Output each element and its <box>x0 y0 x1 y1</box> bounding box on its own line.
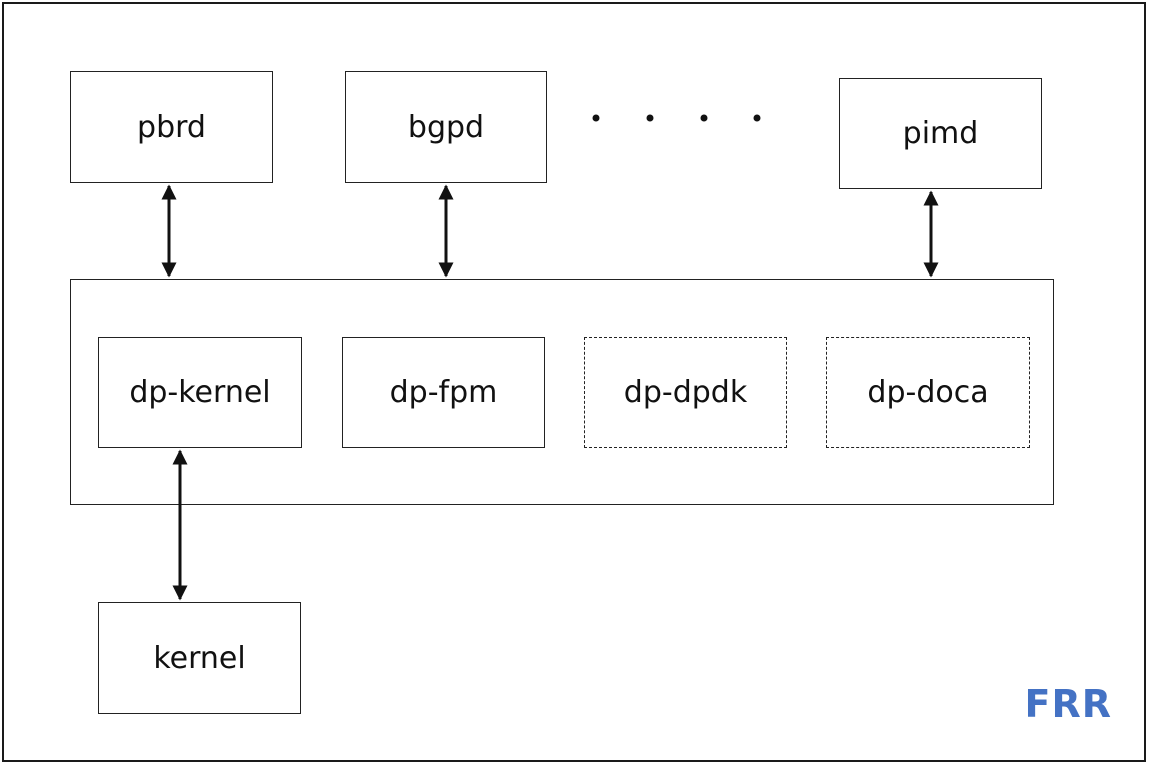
kernel-label: kernel <box>153 640 246 676</box>
dp-doca-box: dp-doca <box>826 337 1030 448</box>
dp-kernel-label: dp-kernel <box>129 375 271 410</box>
pbrd-box: pbrd <box>70 71 273 183</box>
pbrd-label: pbrd <box>137 109 206 145</box>
dp-dpdk-label: dp-dpdk <box>623 375 748 410</box>
kernel-box: kernel <box>98 602 301 714</box>
pimd-label: pimd <box>902 116 979 151</box>
dp-kernel-box: dp-kernel <box>98 337 302 448</box>
dp-fpm-box: dp-fpm <box>342 337 545 448</box>
bgpd-label: bgpd <box>407 109 485 145</box>
dp-doca-label: dp-doca <box>867 375 989 410</box>
bgpd-box: bgpd <box>345 71 547 183</box>
frr-brand-label: FRR <box>1024 682 1112 726</box>
dp-fpm-label: dp-fpm <box>389 375 498 410</box>
dp-dpdk-box: dp-dpdk <box>584 337 787 448</box>
pimd-box: pimd <box>839 78 1042 189</box>
